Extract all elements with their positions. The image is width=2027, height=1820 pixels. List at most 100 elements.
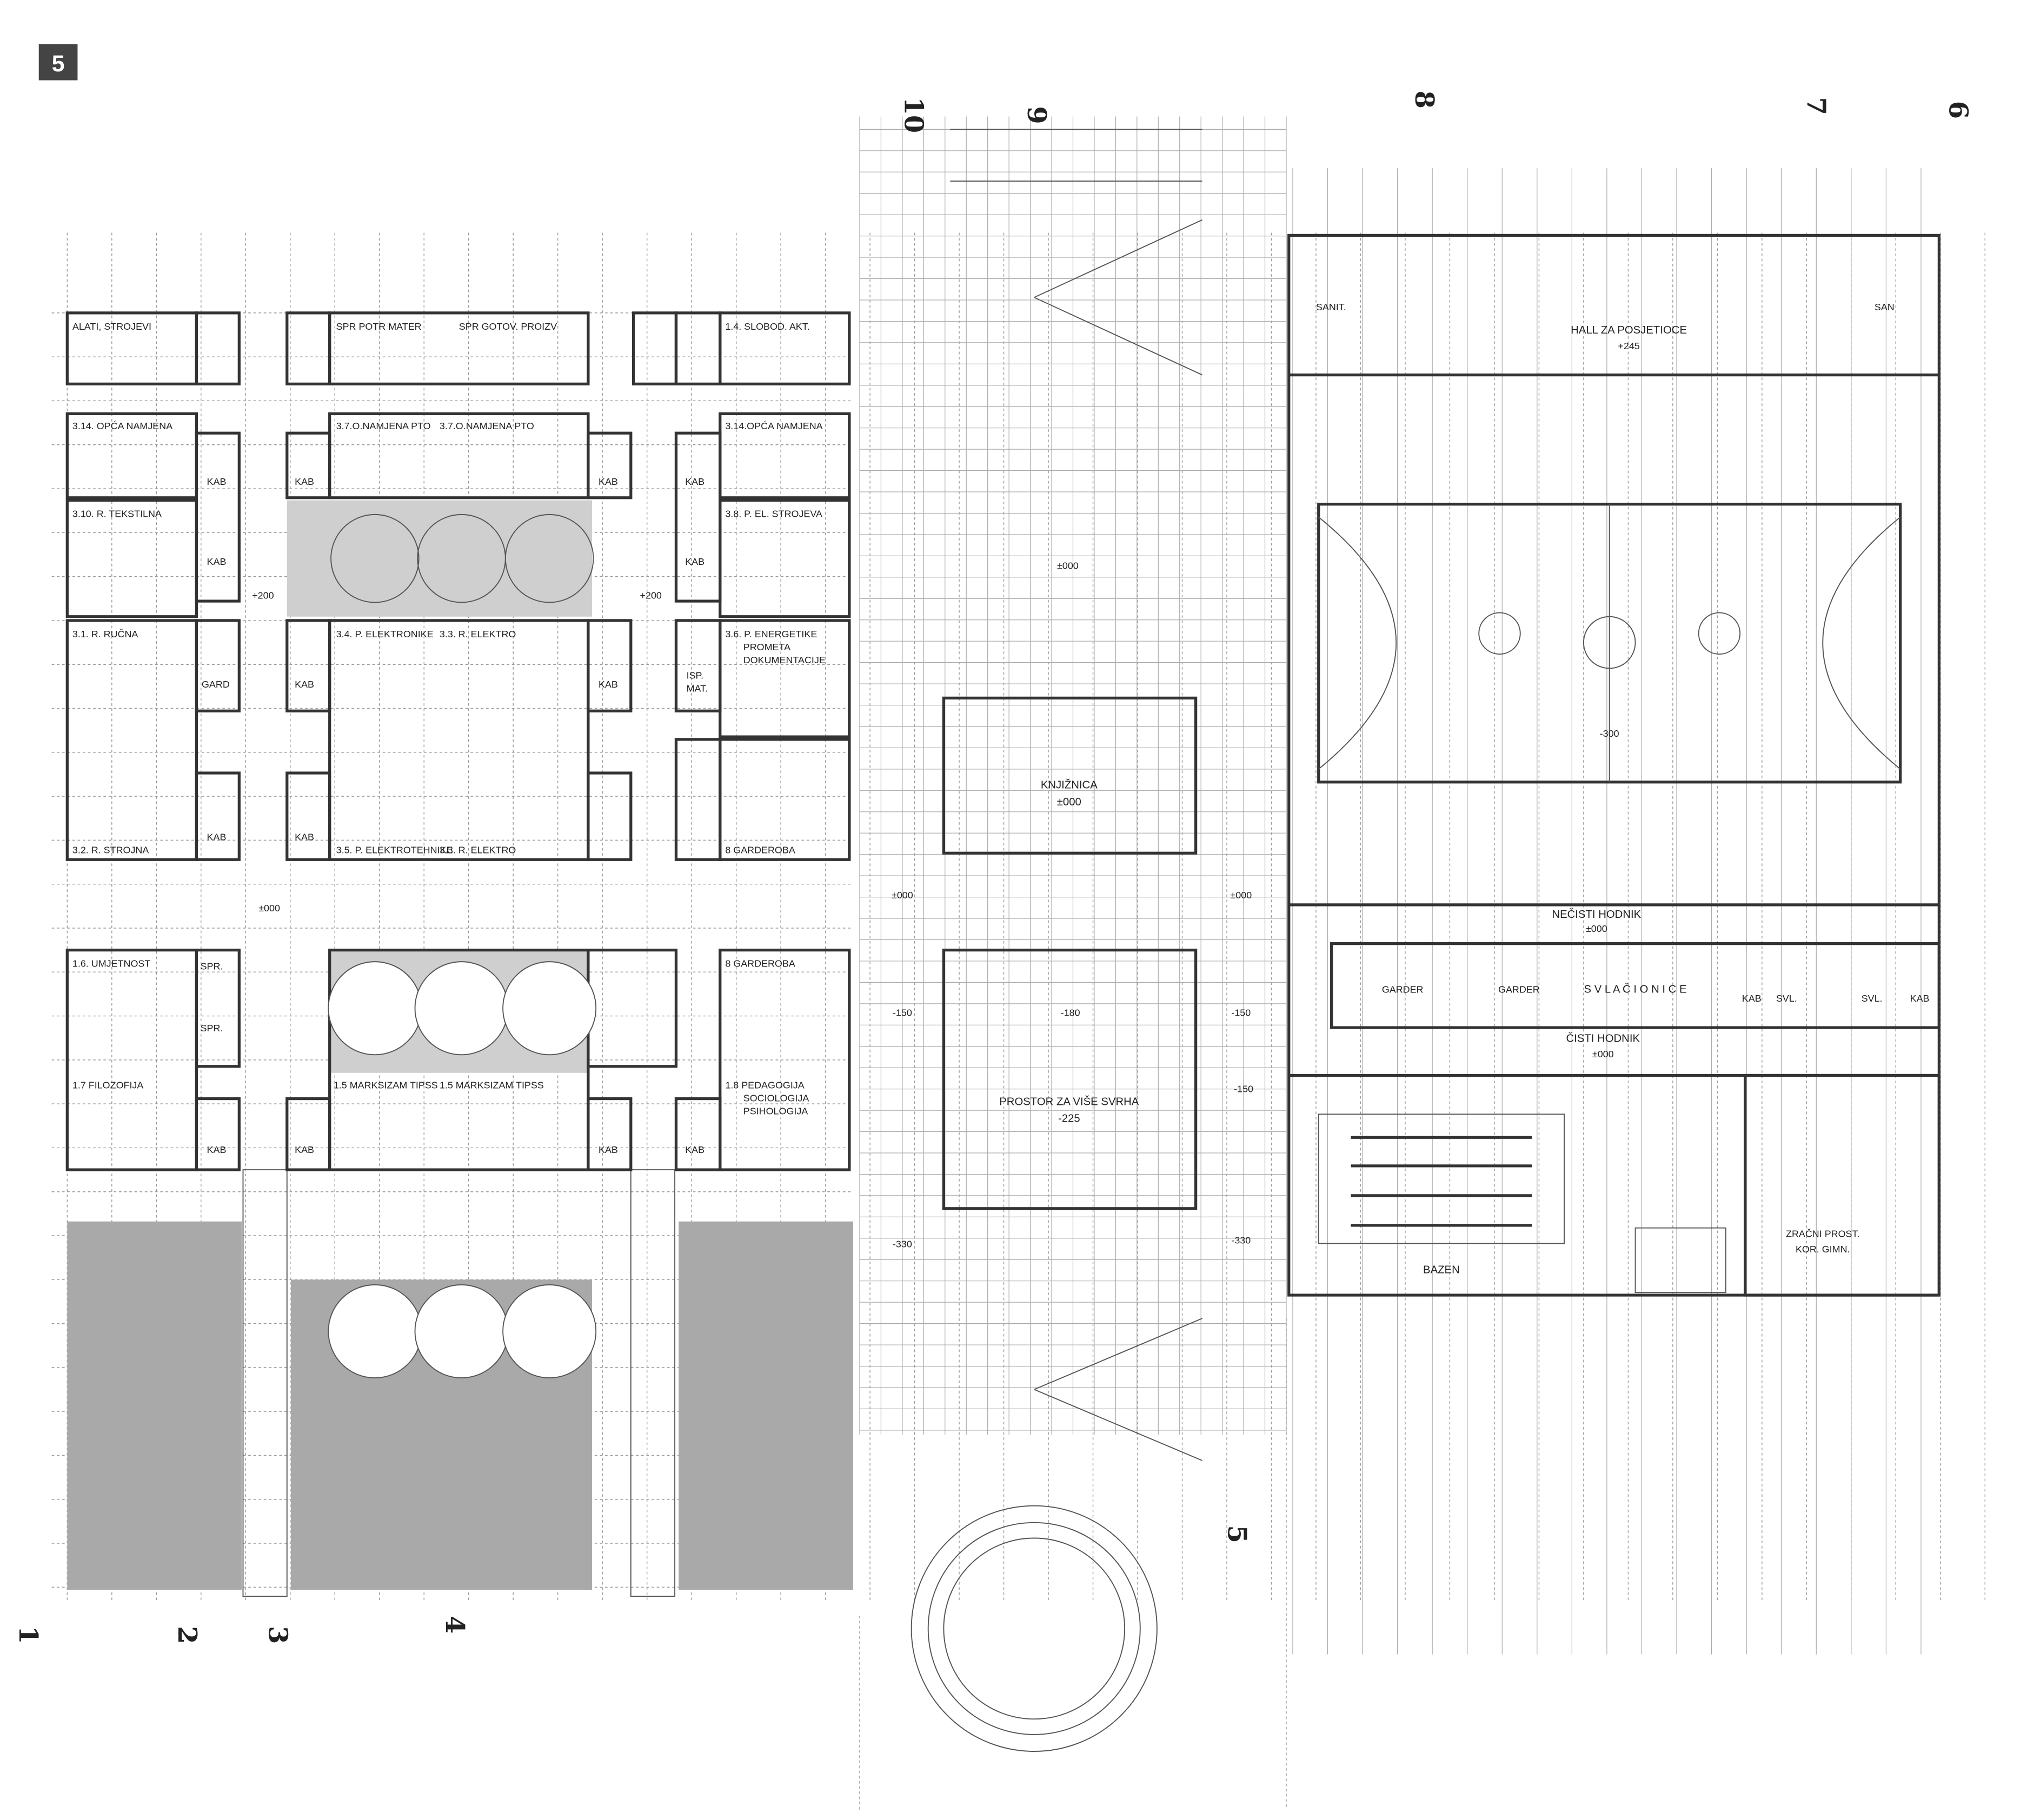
level-label: ±000 <box>892 890 913 901</box>
level-label: +200 <box>640 590 662 601</box>
small-room-label: KAB <box>599 476 618 487</box>
level-label: -180 <box>1061 1008 1080 1018</box>
cloakroom-label: GARDER <box>1382 984 1424 995</box>
axis-4: 4 <box>440 1616 470 1634</box>
axis-2: 2 <box>172 1626 202 1644</box>
level-label: ±000 <box>258 903 280 914</box>
axis-7: 7 <box>1801 97 1831 115</box>
room-label: 3.10. R. TEKSTILNA <box>72 509 162 519</box>
room-label: 3.7.O.NAMJENA PTO <box>440 421 534 431</box>
room-label: PROMETA <box>743 642 790 652</box>
library-label: KNJIŽNICA <box>1041 779 1098 791</box>
room-label: 3.2. R. STROJNA <box>72 844 149 855</box>
courtyard-circles <box>328 514 597 1378</box>
sports-wing: SANIT. SAN HALL ZA POSJETIOCE +245 -300 … <box>1287 234 1941 1297</box>
small-room-label: KAB <box>207 831 227 842</box>
room-label: 3.14. OPĆA NAMJENA <box>72 420 172 431</box>
room-label: 1.7 FILOZOFIJA <box>72 1079 144 1090</box>
room-label: 1.6. UMJETNOST <box>72 958 150 969</box>
basketball-court-markings <box>1318 504 1901 782</box>
room-label: 3.3. R. ELEKTRO <box>440 629 516 639</box>
room-label: 8 GARDEROBA <box>725 958 795 969</box>
small-room-label: KAB <box>295 1144 314 1155</box>
small-room-label: KAB <box>207 476 227 487</box>
small-room-label: KAB <box>295 476 314 487</box>
level-label: ±000 <box>1586 923 1607 934</box>
room-label: 3.4. P. ELEKTRONIKE <box>336 629 434 639</box>
small-room-label: KAB <box>599 1144 618 1155</box>
level-label: +200 <box>252 590 274 601</box>
axis-3: 3 <box>262 1626 293 1644</box>
multipurpose-level: -225 <box>1058 1113 1080 1125</box>
small-room-label: KAB <box>685 1144 705 1155</box>
small-room-label: KAB <box>599 679 618 690</box>
pool-label: BAZEN <box>1423 1264 1460 1276</box>
room-label: 1.8 PEDAGOGIJA <box>725 1079 804 1090</box>
room-label: PSIHOLOGIJA <box>743 1105 808 1116</box>
level-label: ±000 <box>1230 890 1252 901</box>
changing-label: SVL. <box>1776 993 1797 1004</box>
small-room-label: ISP. <box>687 670 704 681</box>
axis-8: 8 <box>1409 91 1439 109</box>
level-label: -330 <box>1231 1235 1251 1245</box>
cabin-label: KAB <box>1742 993 1762 1004</box>
room-label: 1.5 MARKSIZAM TIPSS <box>440 1079 544 1090</box>
small-room-label: KAB <box>295 679 314 690</box>
axis-5: 5 <box>1221 1525 1252 1543</box>
room-label: 3.7.O.NAMJENA PTO <box>336 421 431 431</box>
small-room-label: KAB <box>207 1144 227 1155</box>
visitor-hall-label: HALL ZA POSJETIOCE <box>1571 324 1687 336</box>
level-label: -150 <box>1231 1008 1251 1018</box>
small-room-label: KAB <box>207 556 227 567</box>
small-room-label: KAB <box>295 831 314 842</box>
level-label: ±000 <box>1592 1049 1614 1059</box>
level-label: +245 <box>1618 341 1639 351</box>
pool-outline <box>1318 1114 1565 1244</box>
room-label: 3.5. P. ELEKTROTEHNIKE <box>336 844 453 855</box>
dirty-corridor-label: NEČISTI HODNIK <box>1552 908 1641 921</box>
room-label: 3.3. R. ELEKTRO <box>440 844 516 855</box>
room-label: SPR GOTOV. PROIZV <box>459 321 557 332</box>
axis-1: 1 <box>13 1626 43 1644</box>
center-block: KNJIŽNICA ±000 PROSTOR ZA VIŠE SVRHA -22… <box>892 129 1253 1752</box>
room-label: SOCIOLOGIJA <box>743 1092 809 1103</box>
level-label: -150 <box>1234 1084 1253 1095</box>
level-label: ±000 <box>1057 560 1079 571</box>
room-label: 3.6. P. ENERGETIKE <box>725 629 817 639</box>
small-room-label: KAB <box>685 556 705 567</box>
site-grid <box>51 116 1986 1810</box>
axis-6: 6 <box>1943 101 1973 119</box>
small-room-label: SPR. <box>201 961 223 971</box>
axis-9: 9 <box>1021 106 1052 124</box>
room-label: 3.14.OPĆA NAMJENA <box>725 420 822 431</box>
amphitheatre <box>911 1505 1158 1752</box>
clean-corridor-label: ČISTI HODNIK <box>1566 1032 1640 1044</box>
room-label: 3.8. P. EL. STROJEVA <box>725 509 822 519</box>
room-label: 8 GARDEROBA <box>725 844 795 855</box>
level-label: -330 <box>893 1239 912 1250</box>
multipurpose-label: PROSTOR ZA VIŠE SVRHA <box>999 1096 1139 1108</box>
changing-label: SVL. <box>1862 993 1883 1004</box>
small-room-label: KAB <box>685 476 705 487</box>
sanitary-label: SANIT. <box>1316 302 1346 312</box>
room-label: ALATI, STROJEVI <box>72 321 151 332</box>
room-label: DOKUMENTACIJE <box>743 655 826 665</box>
room-label: 1.4. SLOBOD. AKT. <box>725 321 809 332</box>
axis-10: 10 <box>899 97 929 134</box>
cabin-label: KAB <box>1910 993 1930 1004</box>
air-space-label: KOR. GIMN. <box>1796 1244 1850 1255</box>
small-room-label: MAT. <box>687 683 708 694</box>
sanitary-label: SAN <box>1875 302 1895 312</box>
changing-rooms-label: S V L A Č I O N I C E <box>1584 983 1687 996</box>
room-label: SPR POTR MATER <box>336 321 422 332</box>
small-room-label: GARD <box>202 679 230 690</box>
level-label: -300 <box>1600 728 1619 739</box>
cloakroom-label: GARDER <box>1498 984 1540 995</box>
room-label: 1.5 MARKSIZAM TIPSS <box>334 1079 438 1090</box>
air-space-label: ZRAČNI PROST. <box>1786 1228 1859 1239</box>
library-level: ±000 <box>1057 796 1081 808</box>
small-room-label: SPR. <box>201 1023 223 1034</box>
level-label: -150 <box>893 1008 912 1018</box>
left-wing: ALATI, STROJEVI SPR POTR MATER SPR GOTOV. … <box>65 311 854 1597</box>
